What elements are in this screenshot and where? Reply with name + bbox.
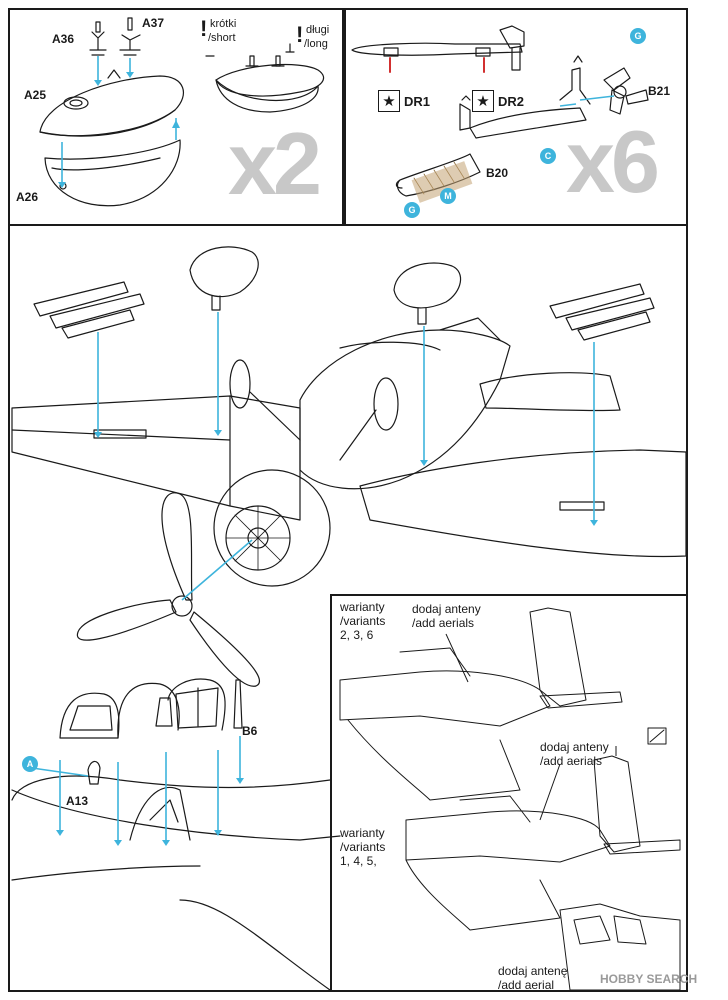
long-label-pl: długi	[306, 24, 330, 36]
add-aerials-1-en: /add aerials	[412, 616, 475, 630]
aircraft-main-view	[11, 246, 687, 687]
part-label-b6: B6	[242, 724, 258, 738]
rocket-exploded	[351, 25, 649, 197]
badge-g-top: G	[630, 28, 646, 44]
part-label-a13: A13	[66, 794, 89, 808]
badge-g-nose: G	[404, 202, 420, 218]
part-label-a25: A25	[24, 88, 47, 102]
part-label-b21: B21	[648, 84, 671, 98]
quantity-x2: x2	[228, 114, 322, 213]
decal-dr1-star: ★	[378, 90, 400, 112]
warning-mark-short: !	[200, 16, 208, 41]
add-aerials-2-pl: dodaj anteny	[540, 740, 609, 754]
variants-2-line1: warianty	[340, 826, 385, 840]
variants-2-line2: /variants	[340, 840, 386, 854]
add-aerials-2-en: /add aerials	[540, 754, 603, 768]
cockpit-view	[11, 678, 341, 991]
variants-1-line2: /variants	[340, 614, 386, 628]
panel-variants	[330, 594, 688, 992]
leader-lines	[31, 56, 615, 840]
badge-a: A	[22, 756, 38, 772]
decal-label-dr1: DR1	[404, 94, 431, 109]
add-aerial-en: /add aerial	[498, 978, 555, 992]
watermark-text: HOBBY SEARCH	[600, 972, 698, 986]
part-label-a36: A36	[52, 32, 75, 46]
drop-tank-exploded	[39, 17, 324, 207]
panel-drop-tanks	[8, 8, 344, 226]
variants-1-line1: warianty	[340, 600, 385, 614]
arrowheads	[56, 72, 598, 846]
badge-c-arm: C	[540, 148, 556, 164]
variant-sketches	[339, 607, 681, 991]
decal-connector-lines	[389, 57, 485, 73]
variant-callout-lines	[445, 633, 617, 821]
decal-dr2-star: ★	[472, 90, 494, 112]
badge-m-body: M	[440, 188, 456, 204]
part-label-b20: B20	[486, 166, 509, 180]
warning-mark-long: !	[296, 22, 304, 47]
add-aerial-pl: dodaj antenę	[498, 964, 568, 978]
short-label-pl: krótki	[210, 18, 237, 30]
decal-label-dr2: DR2	[498, 94, 525, 109]
variants-2-line3: 1, 4, 5,	[340, 854, 377, 868]
variants-1-line3: 2, 3, 6	[340, 628, 374, 642]
add-aerials-1-pl: dodaj anteny	[412, 602, 481, 616]
part-label-a26: A26	[16, 190, 39, 204]
variants-group-2: warianty /variants 1, 4, 5,	[340, 826, 385, 868]
long-label-en: /long	[304, 38, 328, 50]
short-label-en: /short	[208, 32, 236, 44]
part-label-a37: A37	[142, 16, 165, 30]
variants-group-1: warianty /variants 2, 3, 6	[340, 600, 385, 642]
quantity-x6: x6	[566, 112, 660, 211]
